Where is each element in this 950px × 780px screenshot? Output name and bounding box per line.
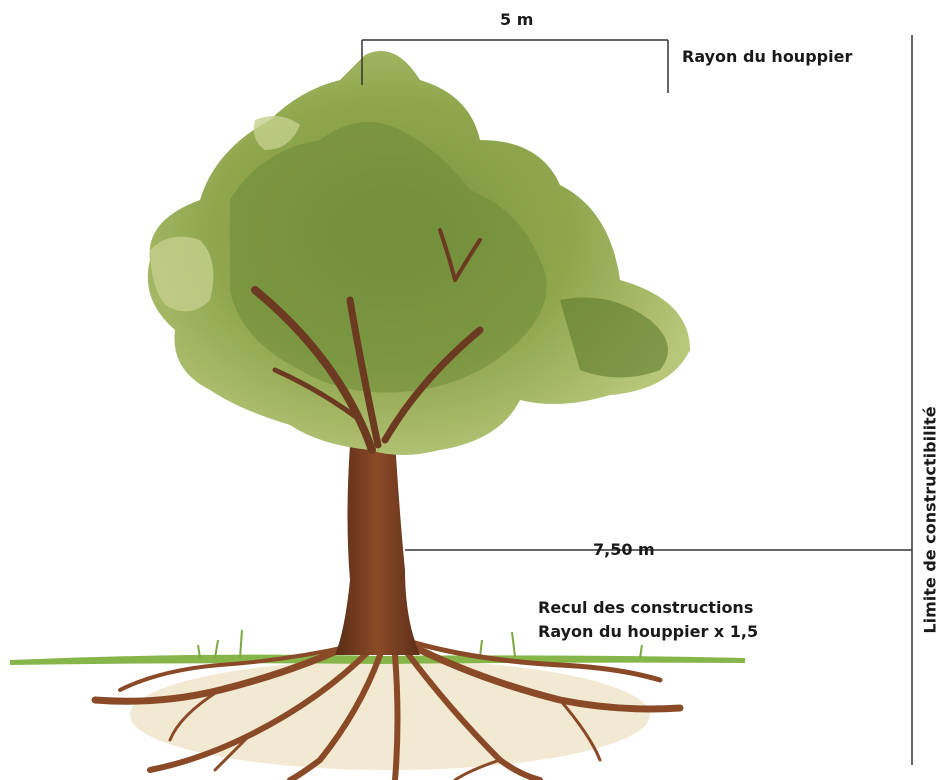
setback-label-line2: Rayon du houppier x 1,5 [538, 620, 758, 644]
crown-radius-measure: 5 m [500, 10, 533, 29]
setback-measure: 7,50 m [593, 540, 655, 559]
setback-label: Recul des constructions Rayon du houppie… [538, 596, 758, 644]
tree-illustration [148, 51, 690, 455]
building-limit-label: Limite de constructibilité [921, 406, 940, 633]
crown-radius-label: Rayon du houppier [682, 47, 852, 66]
trunk [335, 440, 420, 655]
setback-label-line1: Recul des constructions [538, 596, 758, 620]
